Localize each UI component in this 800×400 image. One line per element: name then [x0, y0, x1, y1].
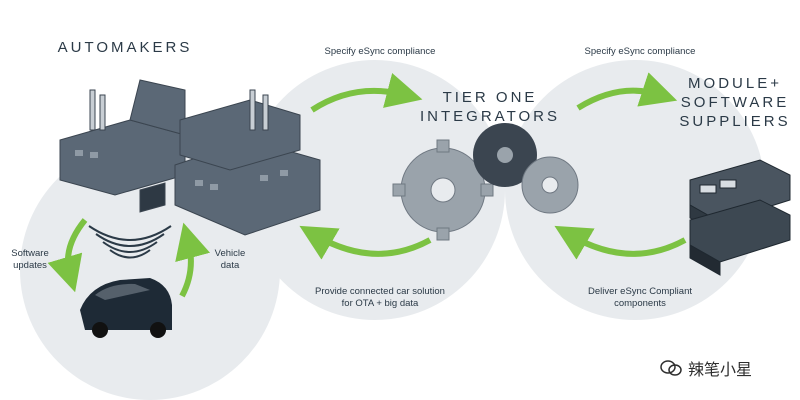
arrow-software-updates	[47, 218, 88, 293]
deliver-label: Deliver eSync Compliant components	[587, 286, 692, 309]
software-updates-label: Software updates	[11, 248, 49, 271]
automakers-heading: AUTOMAKERS	[57, 39, 193, 56]
vehicle-data-label: Vehicle data	[214, 248, 246, 271]
arrow-spec-left	[310, 73, 423, 113]
wechat-icon	[660, 360, 682, 376]
spec-left-label: Specify eSync compliance	[324, 46, 436, 57]
tier-one-heading: TIER ONE INTEGRATORS	[420, 89, 560, 125]
supplier-heading: MODULE+ SOFTWARE SUPPLIERS	[679, 75, 791, 130]
arrow-provide	[299, 225, 432, 260]
arrow-vehicle-data	[175, 222, 211, 298]
watermark: 辣笔小星	[660, 355, 790, 381]
arrow-deliver	[554, 225, 687, 260]
provide-label: Provide connected car solution for OTA +…	[315, 286, 445, 309]
arrow-spec-right	[576, 72, 678, 111]
watermark-text: 辣笔小星	[688, 362, 753, 379]
spec-right-label: Specify eSync compliance	[584, 46, 696, 57]
